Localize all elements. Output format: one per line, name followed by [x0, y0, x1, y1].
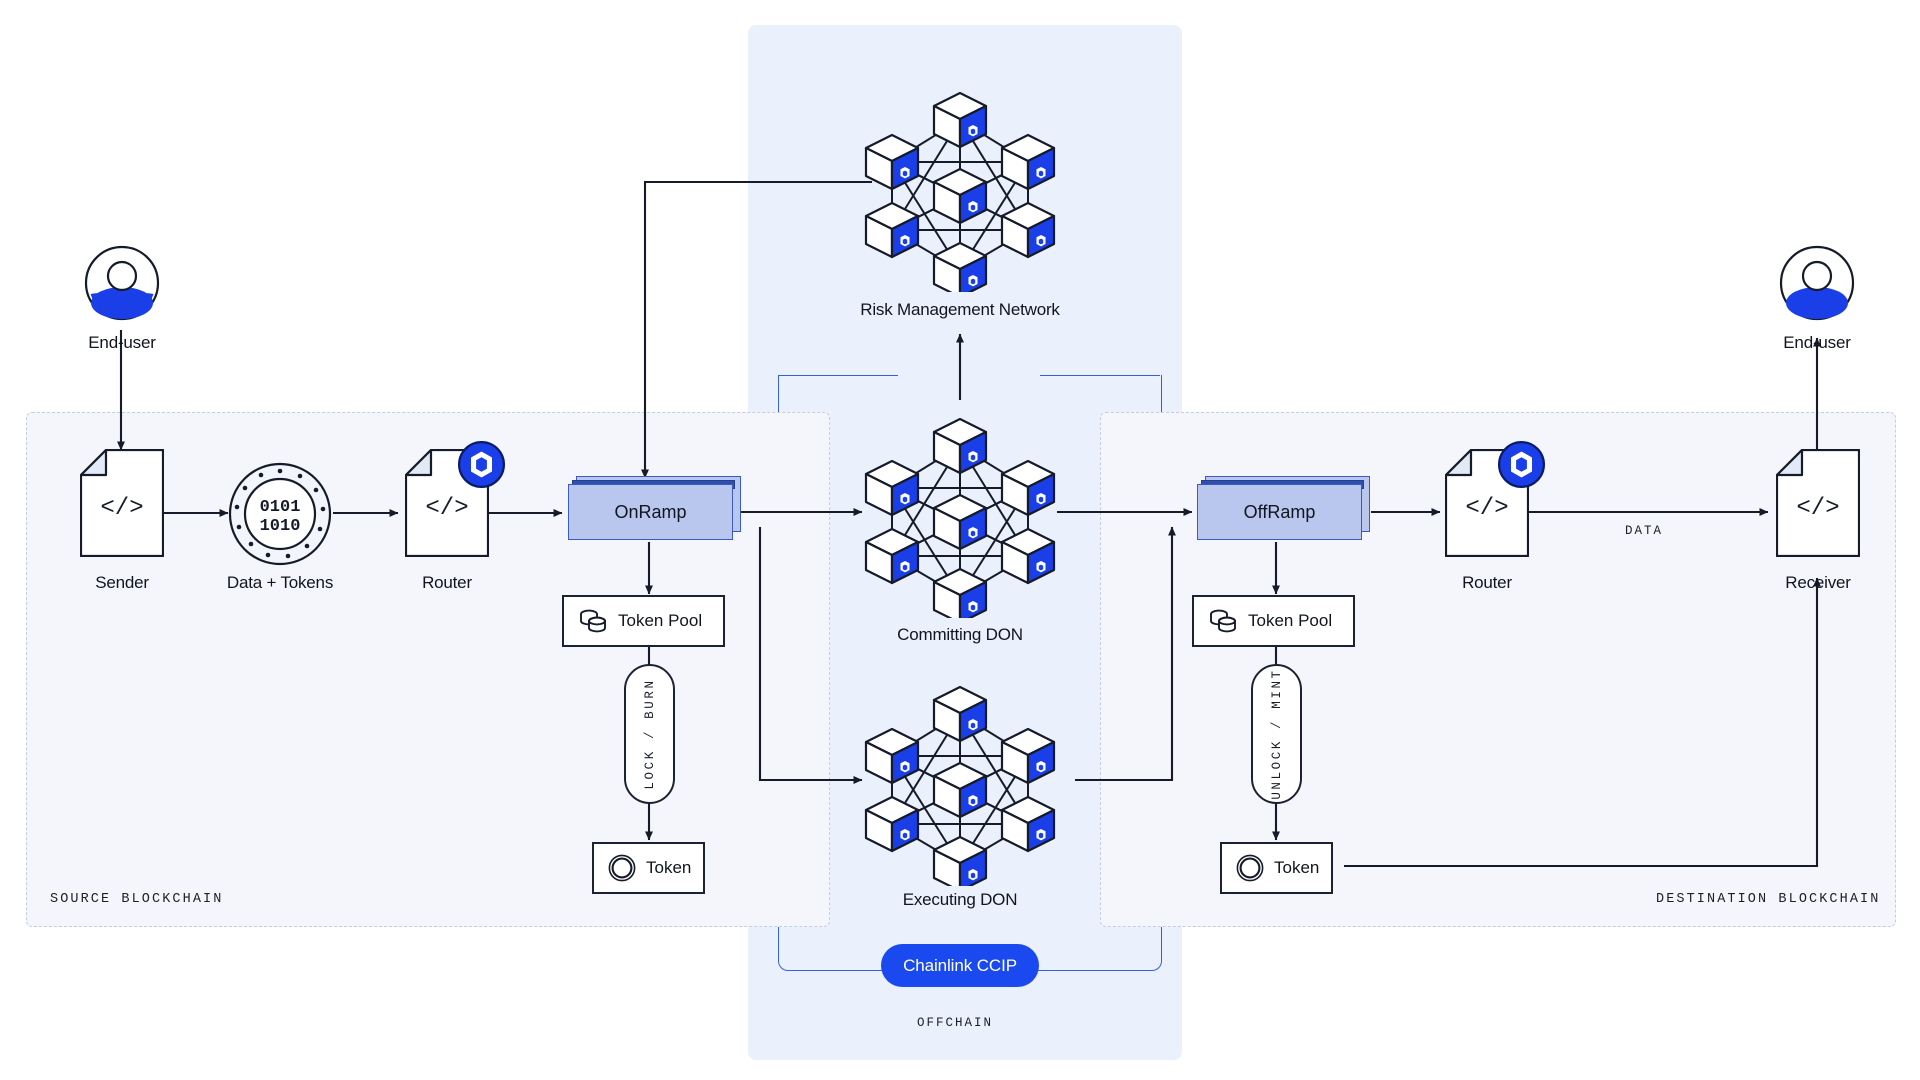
unlock-mint-capsule: UNLOCK / MINT	[1251, 664, 1302, 804]
executing-don-label: Executing DON	[902, 890, 1018, 909]
router-label-destination: Router	[1462, 573, 1512, 592]
risk-management-network-label: Risk Management Network	[860, 300, 1060, 319]
don-node-cluster-icon	[864, 685, 1056, 893]
don-node-cluster-icon	[864, 417, 1056, 625]
token-pool-stack-icon	[578, 607, 608, 635]
offchain-bracket-top-right	[1040, 375, 1160, 376]
risk-management-network-node[interactable]	[862, 80, 1058, 299]
lock-burn-label: LOCK / BURN	[642, 678, 657, 790]
lock-burn-capsule: LOCK / BURN	[624, 664, 675, 804]
committing-don-label: Committing DON	[897, 625, 1023, 644]
token-label-destination: Token	[1274, 858, 1320, 877]
svg-text:</>: </>	[425, 495, 468, 522]
offchain-bracket-top-left	[778, 375, 898, 376]
router-label-source: Router	[422, 573, 472, 592]
coin-icon	[1236, 854, 1264, 882]
sender-node[interactable]: </>	[79, 448, 165, 562]
svg-text:1010: 1010	[260, 517, 301, 536]
destination-blockchain-label: DESTINATION BLOCKCHAIN	[1656, 892, 1881, 907]
svg-text:</>: </>	[100, 495, 143, 522]
chainlink-ccip-badge[interactable]: Chainlink CCIP	[881, 944, 1039, 987]
svg-text:</>: </>	[1796, 495, 1839, 522]
data-edge-label: DATA	[1625, 524, 1664, 538]
token-label-source: Token	[646, 858, 692, 877]
token-pool-node-source[interactable]: Token Pool	[562, 595, 725, 647]
token-pool-label-source: Token Pool	[618, 611, 703, 630]
token-node-source[interactable]: Token	[592, 842, 705, 894]
avatar	[1779, 245, 1855, 326]
token-node-destination[interactable]: Token	[1220, 842, 1333, 894]
don-node-cluster-icon	[864, 91, 1056, 299]
offramp-node[interactable]: OffRamp	[1197, 476, 1370, 540]
onramp-node[interactable]: OnRamp	[568, 476, 741, 540]
coin-icon	[608, 854, 636, 882]
receiver-node[interactable]: </>	[1775, 448, 1861, 562]
committing-don-node[interactable]	[862, 406, 1058, 625]
offramp-label: OffRamp	[1197, 484, 1362, 540]
data-tokens-node: 0101 1010	[228, 462, 332, 571]
offchain-zone-label: OFFCHAIN	[917, 1016, 994, 1030]
avatar	[84, 245, 160, 326]
chainlink-hexagon-icon	[1498, 441, 1545, 493]
end-user-label-destination: End-user	[1783, 333, 1851, 352]
source-blockchain-label: SOURCE BLOCKCHAIN	[50, 892, 224, 907]
svg-text:</>: </>	[1465, 495, 1508, 522]
chainlink-hexagon-icon	[458, 441, 505, 493]
sender-label: Sender	[95, 573, 149, 592]
unlock-mint-label: UNLOCK / MINT	[1269, 668, 1284, 800]
executing-don-node[interactable]	[862, 674, 1058, 893]
data-tokens-label: Data + Tokens	[226, 573, 334, 592]
onramp-label: OnRamp	[568, 484, 733, 540]
svg-text:0101: 0101	[260, 498, 301, 517]
end-user-label-source: End-user	[88, 333, 156, 352]
chainlink-ccip-label: Chainlink CCIP	[903, 955, 1017, 975]
token-pool-stack-icon	[1208, 607, 1238, 635]
token-pool-node-destination[interactable]: Token Pool	[1192, 595, 1355, 647]
receiver-label: Receiver	[1785, 573, 1851, 592]
token-pool-label-destination: Token Pool	[1248, 611, 1333, 630]
